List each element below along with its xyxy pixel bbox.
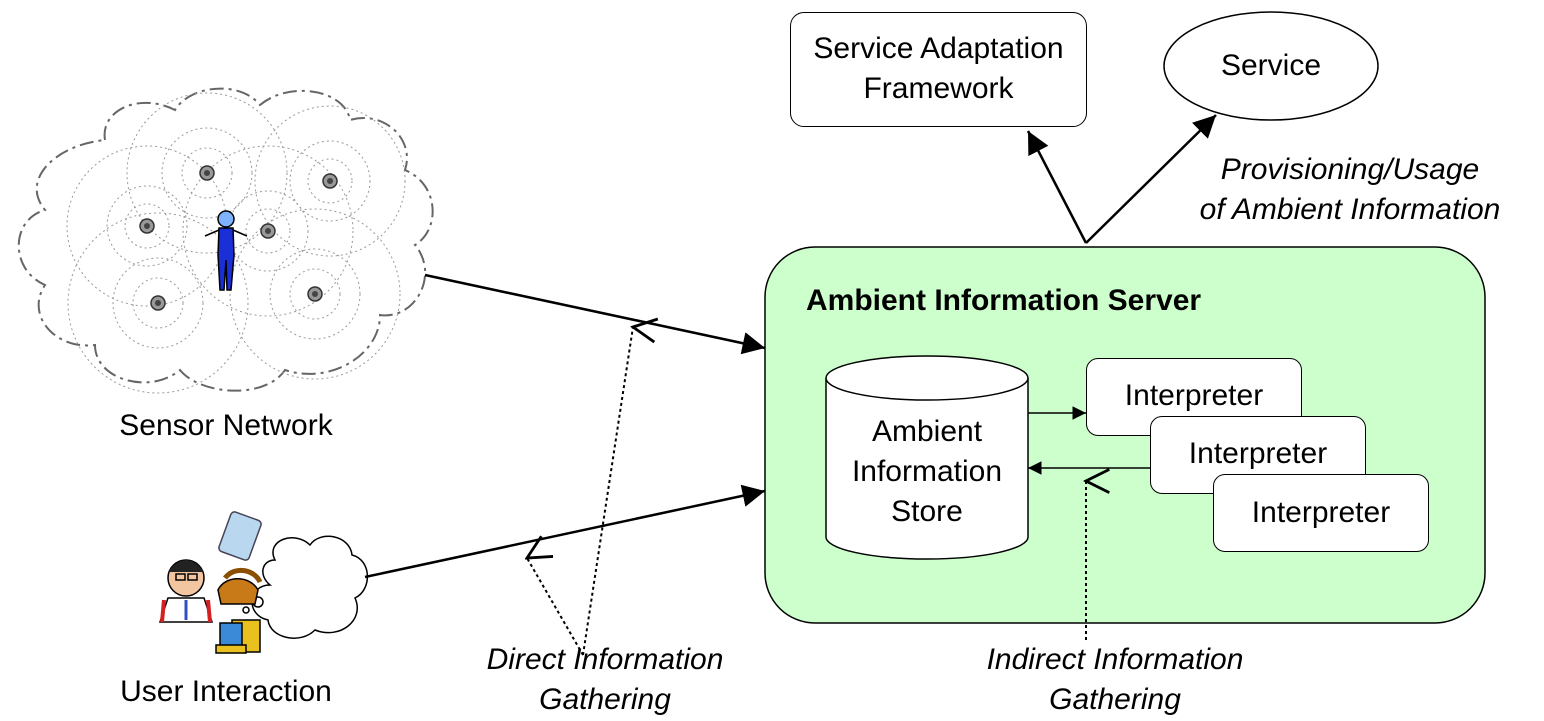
provisioning-line1: Provisioning/Usage — [1220, 153, 1480, 186]
person-icon — [204, 210, 248, 291]
provisioning-arrow-framework — [1026, 130, 1088, 244]
thought-cloud-icon — [242, 535, 369, 639]
service-adaptation-framework-label: Service Adaptation Framework — [790, 29, 1087, 109]
store-line2: Information — [851, 455, 1003, 488]
sensor-network-label: Sensor Network — [119, 409, 333, 442]
store-line3: Store — [891, 495, 963, 528]
indirect-line1: Indirect Information — [986, 643, 1244, 676]
provisioning-annotation: Provisioning/Usage of Ambient Informatio… — [1160, 150, 1540, 230]
indirect-gathering-annotation: Indirect Information Gathering — [935, 640, 1295, 720]
interpreter-box-3: Interpreter — [1213, 474, 1429, 552]
service-label: Service — [1220, 49, 1322, 82]
sensor-to-server-arrow — [424, 273, 766, 355]
sensor-network-cloud — [17, 87, 434, 392]
store-cylinder — [825, 355, 1029, 560]
service-adaptation-framework-box — [790, 12, 1087, 127]
direct-gathering-annotation: Direct Information Gathering — [440, 640, 770, 720]
pda-icon — [218, 511, 262, 561]
direct-line1: Direct Information — [486, 643, 724, 676]
direct-line2: Gathering — [539, 683, 671, 716]
saf-line2: Framework — [863, 72, 1014, 105]
provisioning-line2: of Ambient Information — [1199, 193, 1501, 226]
indirect-line2: Gathering — [1049, 683, 1181, 716]
store-line1: Ambient — [871, 415, 983, 448]
saf-line1: Service Adaptation — [813, 32, 1064, 65]
user-to-server-arrow — [364, 484, 766, 579]
store-label: Ambient Information Store — [826, 412, 1028, 532]
phone-icon — [217, 567, 263, 605]
server-title: Ambient Information Server — [806, 284, 1202, 317]
user-interaction-label: User Interaction — [120, 675, 332, 708]
user-icon — [158, 559, 214, 623]
provisioning-arrow-service — [1085, 114, 1217, 244]
computer-icon — [215, 619, 261, 654]
sensor-node-icon — [139, 165, 338, 311]
direct-gathering-arrow-left — [527, 558, 584, 656]
service-ellipse — [1163, 11, 1379, 121]
sensor-ranges — [66, 92, 406, 394]
direct-gathering-arrow-up — [582, 327, 633, 656]
